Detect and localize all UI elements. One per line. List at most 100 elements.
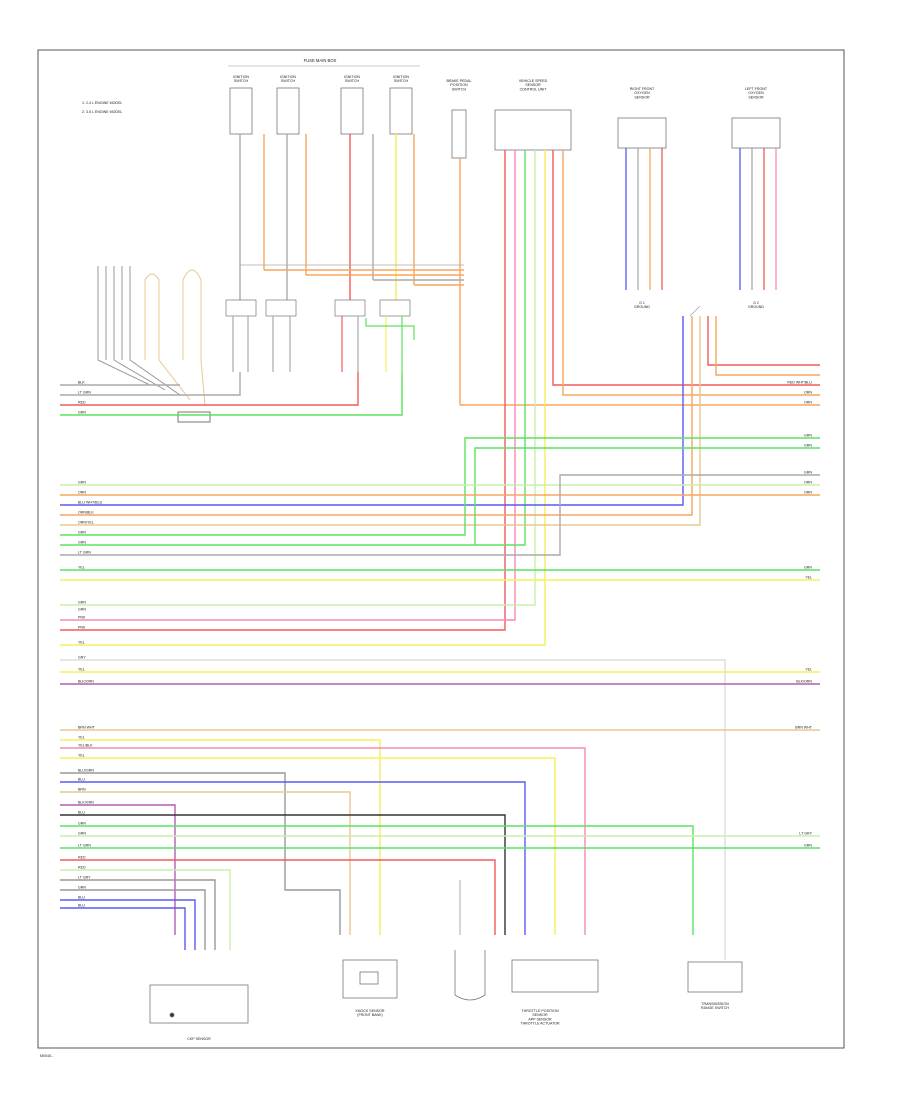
right-wire-label: RED WHT/BLU [787, 381, 812, 385]
wire [474, 447, 820, 545]
wire [60, 814, 506, 935]
right-wire-label: GRN [804, 844, 812, 848]
right-wire-label: GRN [804, 566, 812, 570]
right-wire-label: BRN WHT [795, 726, 813, 730]
wire [60, 781, 526, 935]
component-body [511, 959, 599, 993]
left-wire-label: LT GRN [78, 844, 91, 848]
left-wire-label: GRN [78, 822, 86, 826]
left-wire-label: GRN [78, 608, 86, 612]
wire [60, 150, 536, 606]
left-wire-label: GRN [78, 531, 86, 535]
right-labels: RED WHT/BLUORNORNGRNGRNGRNORNORNGRNYELYE… [787, 381, 813, 848]
right-wire-label: BLK/ORN [796, 680, 812, 684]
wire [60, 859, 496, 935]
wire [60, 791, 351, 935]
legend-line-2: 2: 3.5 L ENGINE MODEL [82, 110, 122, 114]
connector [379, 299, 411, 317]
wire [60, 316, 684, 506]
mid-connectors [225, 299, 411, 317]
control-unit-drops [60, 150, 546, 646]
component-body [149, 984, 249, 1024]
sensor-element [359, 971, 379, 985]
left-wire-label: GRN [78, 886, 86, 890]
left-wire-label: RED [78, 856, 86, 860]
mid-short-wires [232, 316, 415, 372]
wire [60, 150, 516, 621]
wire [60, 372, 403, 416]
wire [60, 659, 726, 960]
left-wire-label: ORN/BLK [78, 511, 94, 515]
wire [715, 316, 820, 376]
left-wire-label: YEL [78, 736, 85, 740]
left-wire-label: BLU [78, 896, 85, 900]
left-connector-cluster [97, 266, 211, 423]
connector [334, 299, 366, 317]
left-wire-label: YEL [78, 641, 85, 645]
left-wire-label: YEL [78, 566, 85, 570]
wire [60, 150, 506, 631]
right-wire-label: GRN [804, 471, 812, 475]
left-wire-label: BLK/ORN [78, 680, 94, 684]
wire [60, 150, 526, 546]
right-top-bus [460, 150, 820, 406]
wire [60, 747, 586, 935]
right-wire-label: ORN [804, 481, 812, 485]
right-wire-label: YEL [805, 576, 812, 580]
bottom-component-knock-sensor: KNOCK SENSOR(FRONT BANK) [342, 959, 398, 1017]
component-body [276, 87, 300, 135]
component-body [389, 87, 413, 135]
wire [60, 437, 820, 536]
wire [707, 316, 820, 366]
left-wire-label: GRN [78, 832, 86, 836]
left-wire-label: PNK [78, 616, 86, 620]
wire [552, 150, 820, 386]
wire [365, 318, 415, 340]
component-body [340, 87, 364, 135]
left-wire-label: RED [78, 401, 86, 405]
lower-bus [60, 739, 820, 950]
bottom-component-ckp-sensor: CKP SENSOR [149, 984, 249, 1041]
right-wire-label: GRN [804, 434, 812, 438]
o2-sensor-drops [625, 148, 777, 290]
wire [200, 359, 206, 406]
component-body [454, 950, 486, 1001]
left-top-bus [60, 372, 403, 416]
left-wire-label: BLU [78, 778, 85, 782]
wire [60, 907, 186, 950]
left-wire-label: BLK/GRN [78, 801, 94, 805]
component-body [687, 961, 743, 993]
right-wire-label: ORN [804, 391, 812, 395]
right-wire-label: LT GRY [799, 832, 812, 836]
component-body [494, 109, 572, 151]
right-wire-label: YEL [805, 668, 812, 672]
connector [225, 299, 257, 317]
diagram-frame [37, 49, 845, 1049]
wire [60, 772, 341, 935]
mid-right-junction [60, 305, 820, 526]
wire [689, 305, 701, 317]
long-rows [60, 659, 820, 960]
green-rows [60, 437, 820, 581]
left-wire-label: YEL [78, 668, 85, 672]
left-wire-label: BLK [78, 381, 85, 385]
left-wire-label: LT GRN [78, 551, 91, 555]
wire [60, 889, 206, 950]
component-body [617, 117, 667, 149]
component-body [342, 959, 398, 999]
wire [158, 359, 191, 401]
wire [60, 739, 381, 935]
